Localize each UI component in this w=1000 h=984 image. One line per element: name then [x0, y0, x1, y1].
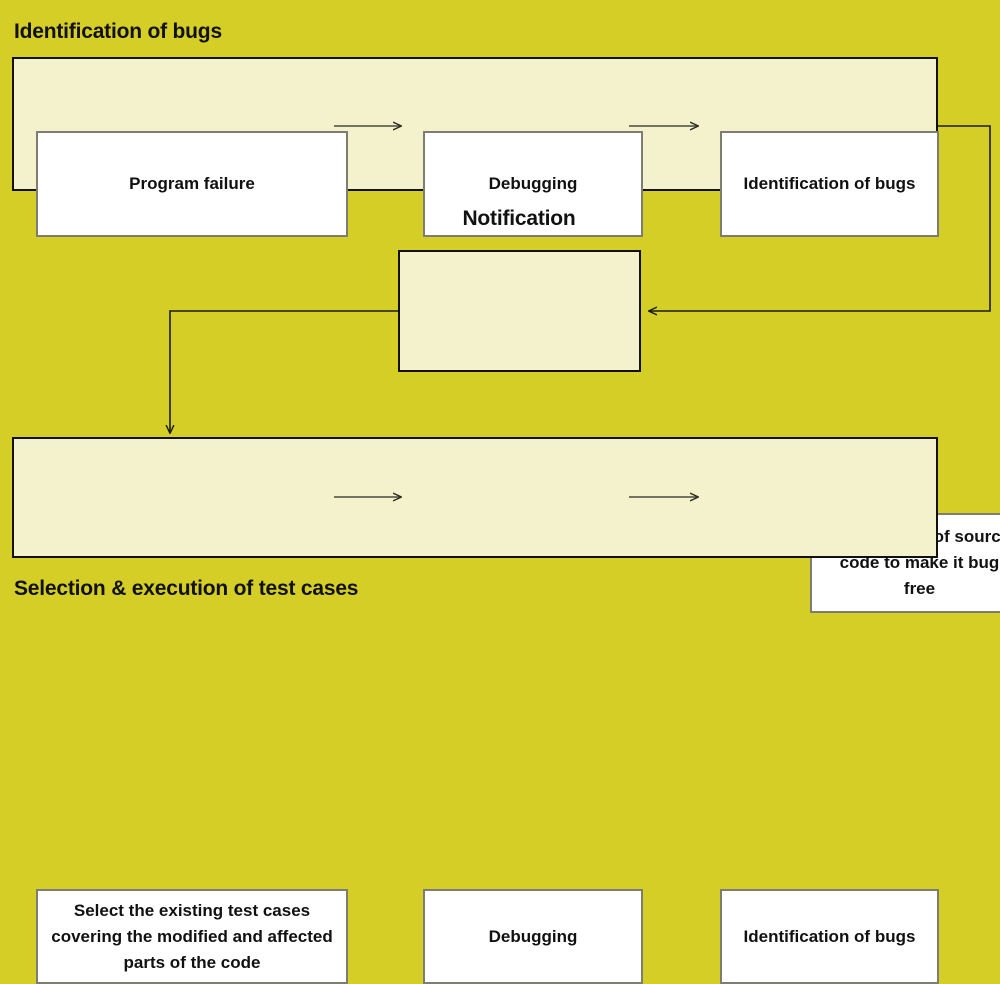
- node-program-failure[interactable]: Program failure: [36, 131, 348, 237]
- node-debugging-bottom[interactable]: Debugging: [423, 889, 643, 984]
- selection-execution-band: Select the existing test cases covering …: [12, 437, 939, 984]
- node-identification-of-bugs-bottom[interactable]: Identification of bugs: [720, 889, 939, 984]
- node-select-existing-test-cases[interactable]: Select the existing test cases covering …: [36, 889, 348, 984]
- arrow-modification-to-select-cases: [170, 310, 398, 433]
- node-debugging-top[interactable]: Debugging: [423, 131, 643, 237]
- notification-band: Modification of source code to make it b…: [398, 250, 1000, 613]
- section-caption-notification: Notification: [462, 207, 576, 230]
- section-caption-identification-of-bugs: Identification of bugs: [14, 20, 222, 43]
- section-caption-selection-execution-of-test-cases: Selection & execution of test cases: [14, 577, 359, 600]
- flowchart-canvas: Identification of bugs Program failure D…: [12, 20, 1000, 984]
- identification-of-bugs-band: Program failure Debugging Identification…: [12, 57, 939, 237]
